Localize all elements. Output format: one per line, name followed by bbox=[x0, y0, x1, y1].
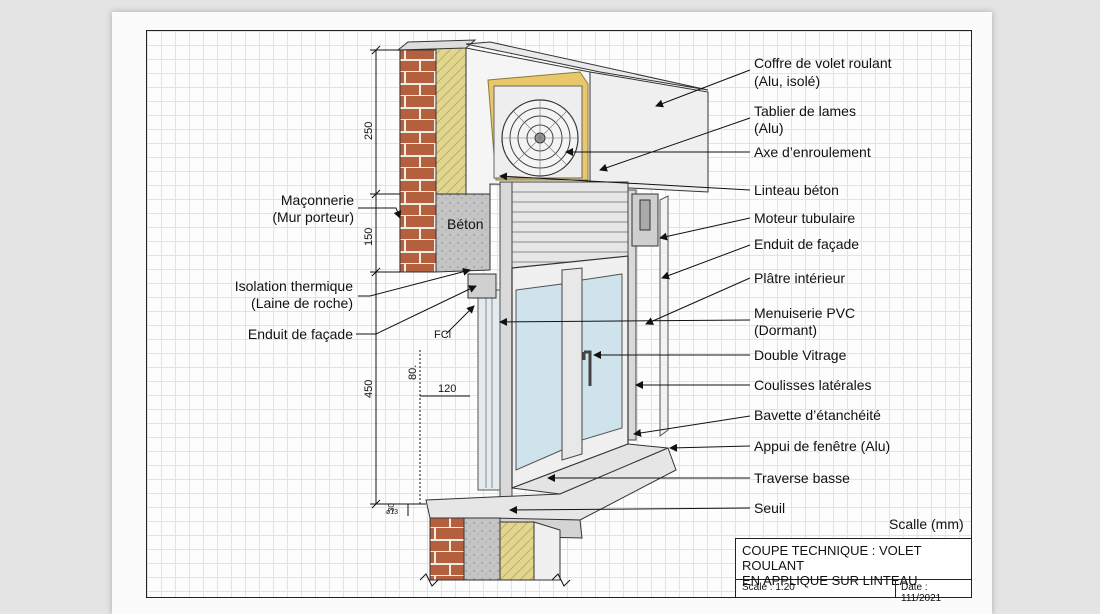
label-menuiserie-2: (Dormant) bbox=[754, 322, 817, 338]
dim-80: 80. bbox=[407, 365, 419, 380]
label-appui: Appui de fenêtre (Alu) bbox=[754, 438, 890, 454]
title-block-title: COUPE TECHNIQUE : VOLET ROULANT EN APPLI… bbox=[736, 539, 971, 588]
window-handle bbox=[582, 350, 592, 386]
leader-lines-left bbox=[356, 207, 477, 335]
label-isolation-2: (Laine de roche) bbox=[251, 295, 353, 311]
dim-13: ø13 bbox=[386, 509, 398, 516]
title-block-date: Date : 111/2021 bbox=[901, 582, 942, 604]
title-line-1: COUPE TECHNIQUE : VOLET ROULANT bbox=[742, 543, 922, 573]
label-bavette: Bavette d’étanchéité bbox=[754, 407, 881, 423]
frame-section-left bbox=[477, 289, 501, 491]
label-moteur: Moteur tubulaire bbox=[754, 210, 855, 226]
dim-250: 250 bbox=[363, 122, 375, 140]
labels-left: Maçonnerie (Mur porteur) Isolation therm… bbox=[235, 192, 355, 342]
insulation-upper bbox=[435, 43, 467, 195]
label-coffre-1: Coffre de volet roulant bbox=[754, 55, 892, 71]
wall-cap bbox=[396, 39, 477, 51]
label-isolation-1: Isolation thermique bbox=[235, 278, 354, 294]
dim-120: 120 bbox=[438, 383, 456, 395]
dim-30: 30 bbox=[387, 503, 396, 512]
concrete-lower bbox=[463, 517, 501, 581]
dim-150: 150 bbox=[363, 228, 375, 246]
label-maconnerie-1: Maçonnerie bbox=[281, 192, 354, 208]
motor-core bbox=[639, 199, 651, 231]
concrete-lintel bbox=[435, 193, 491, 273]
label-tablier-1: Tablier de lames bbox=[754, 103, 856, 119]
label-menuiserie-1: Menuiserie PVC bbox=[754, 305, 855, 321]
brick-wall-upper bbox=[399, 49, 437, 273]
coffre-box-front bbox=[589, 71, 709, 193]
dimension-lines bbox=[370, 45, 470, 516]
labels-right: Coffre de volet roulant (Alu, isolé) Tab… bbox=[754, 55, 892, 516]
shutter-apron bbox=[511, 181, 629, 269]
label-enduit-left: Enduit de façade bbox=[248, 326, 353, 342]
label-fcl: FCl bbox=[434, 329, 451, 341]
label-axe: Axe d’enroulement bbox=[754, 144, 871, 160]
mullion bbox=[561, 267, 583, 461]
wall-lower-side bbox=[533, 521, 561, 581]
label-traverse: Traverse basse bbox=[754, 470, 850, 486]
title-block-scale: Scale : 1:20 bbox=[736, 580, 896, 597]
scale-note: Scalle (mm) bbox=[889, 516, 964, 532]
shutter-slats bbox=[512, 191, 628, 263]
coffre-box-top bbox=[465, 41, 709, 91]
label-coffre-2: (Alu, isolé) bbox=[754, 73, 820, 89]
insulation-lower bbox=[499, 521, 535, 581]
label-beton: Béton bbox=[447, 216, 484, 232]
brick-wall-lower bbox=[429, 517, 465, 581]
label-seuil: Seuil bbox=[754, 500, 785, 516]
label-coulisses: Coulisses latérales bbox=[754, 377, 872, 393]
roller-drum bbox=[501, 99, 579, 177]
label-linteau: Linteau béton bbox=[754, 182, 839, 198]
label-platre: Plâtre intérieur bbox=[754, 270, 845, 286]
leader-lines-right bbox=[499, 69, 751, 514]
label-enduit-right: Enduit de façade bbox=[754, 236, 859, 252]
enduit-profile bbox=[467, 273, 497, 299]
dim-450: 450 bbox=[363, 380, 375, 398]
title-block: COUPE TECHNIQUE : VOLET ROULANT EN APPLI… bbox=[735, 538, 972, 604]
label-maconnerie-2: (Mur porteur) bbox=[272, 209, 354, 225]
break-mark bbox=[419, 573, 571, 587]
title-line-2: EN APPLIQUE SUR LINTEAU bbox=[742, 573, 918, 588]
label-tablier-2: (Alu) bbox=[754, 120, 784, 136]
guide-rail-left bbox=[499, 181, 513, 513]
glass-left bbox=[515, 283, 563, 471]
label-vitrage: Double Vitrage bbox=[754, 347, 847, 363]
glass-right bbox=[581, 273, 623, 441]
